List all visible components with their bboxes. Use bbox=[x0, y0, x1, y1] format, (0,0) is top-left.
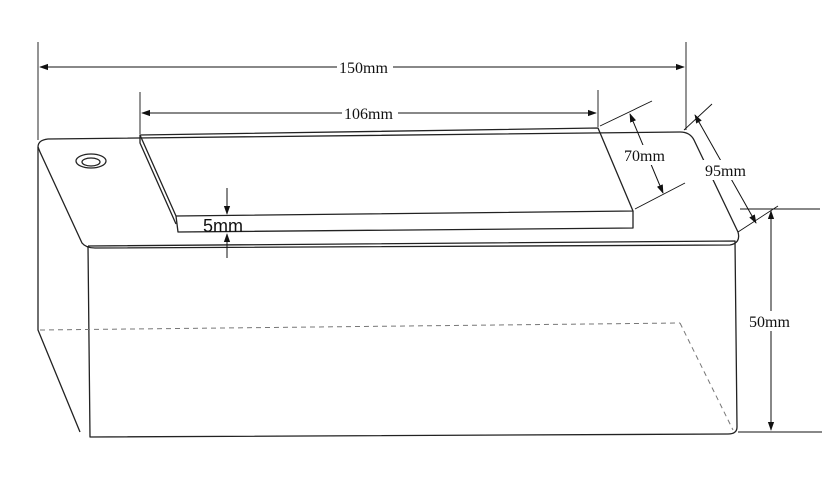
height-label: 50mm bbox=[749, 314, 790, 331]
dimension-overall-length: 150mm bbox=[37, 42, 687, 140]
block-body bbox=[37, 131, 740, 438]
recess bbox=[139, 127, 634, 233]
left-side-face bbox=[37, 147, 81, 433]
recess-depth-left bbox=[139, 135, 177, 225]
recess-top-outline bbox=[139, 127, 634, 217]
dimension-height: 50mm bbox=[738, 208, 822, 433]
overall-width-label: 95mm bbox=[705, 163, 746, 180]
dimension-recess-length: 106mm bbox=[139, 90, 599, 134]
dimension-recess-depth: 5mm bbox=[203, 188, 243, 258]
front-face bbox=[87, 240, 738, 438]
recess-depth-front bbox=[175, 211, 634, 233]
drain-hole-inner bbox=[81, 157, 101, 167]
hidden-edges bbox=[39, 322, 734, 431]
dimension-recess-width: 70mm bbox=[599, 100, 686, 210]
recess-length-label: 106mm bbox=[344, 106, 393, 123]
recess-depth-label: 5mm bbox=[203, 216, 243, 236]
dimension-overall-width: 95mm bbox=[683, 103, 779, 233]
recess-width-label: 70mm bbox=[624, 148, 665, 165]
drain-hole bbox=[75, 153, 107, 169]
overall-length-label: 150mm bbox=[339, 60, 388, 77]
